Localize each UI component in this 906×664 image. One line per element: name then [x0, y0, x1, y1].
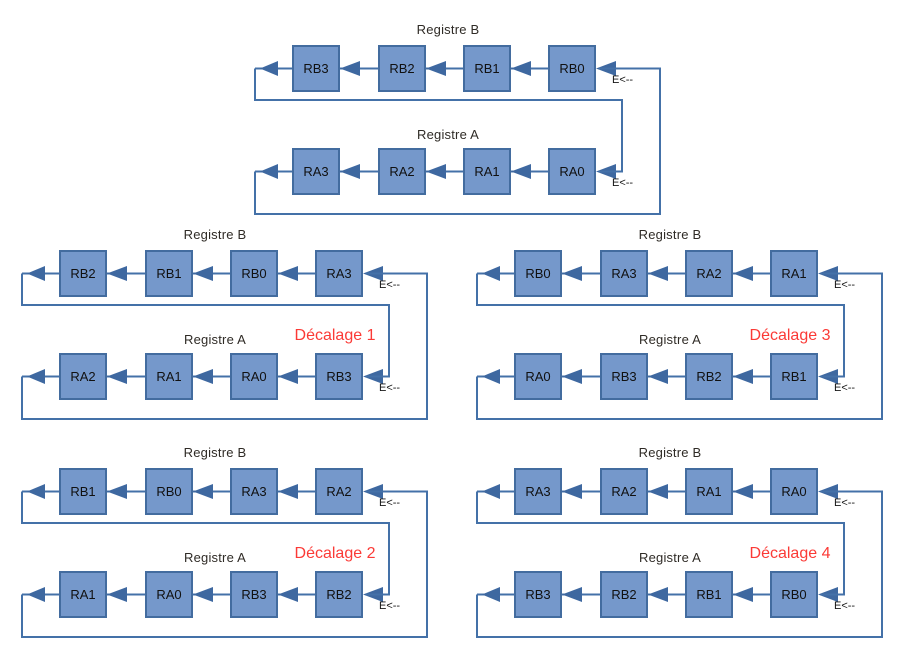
serial-input-label-a: E<-- [834, 600, 856, 612]
register-b-title: Registre B [416, 22, 480, 37]
register-a-title: Registre A [639, 332, 701, 347]
serial-input-label-a: E<-- [379, 600, 401, 612]
decalage-3-label: Décalage 3 [749, 327, 831, 344]
register-b-cell: RA2 [685, 250, 733, 297]
register-b-cell: RB1 [59, 468, 107, 515]
register-a-cell: RA0 [145, 571, 193, 618]
register-a-title: Registre A [184, 550, 246, 565]
serial-input-label-b: E<-- [379, 497, 401, 509]
serial-input-label-a: E<-- [379, 382, 401, 394]
register-b-cell: RA2 [600, 468, 648, 515]
register-a-cell: RA2 [59, 353, 107, 400]
register-a-title: Registre A [639, 550, 701, 565]
register-b-title: Registre B [183, 227, 247, 242]
register-b-cell: RB3 [292, 45, 340, 92]
register-diagram-decalage-2: Registre B Registre A Décalage 2 RB1 RB0… [0, 443, 430, 648]
register-a-cell: RA0 [230, 353, 278, 400]
register-b-cell: RB0 [514, 250, 562, 297]
register-b-cell: RB0 [145, 468, 193, 515]
serial-input-label-a: E<-- [612, 177, 634, 189]
serial-input-label-b: E<-- [834, 279, 856, 291]
register-a-cell: RB3 [230, 571, 278, 618]
register-b-cell: RA3 [514, 468, 562, 515]
serial-input-label-b: E<-- [379, 279, 401, 291]
register-b-cell: RA0 [770, 468, 818, 515]
register-diagram-decalage-1: Registre B Registre A Décalage 1 RB2 RB1… [0, 225, 430, 430]
register-b-cell: RB2 [59, 250, 107, 297]
register-a-cell: RB2 [600, 571, 648, 618]
decalage-4-label: Décalage 4 [749, 545, 831, 562]
register-b-cell: RB1 [145, 250, 193, 297]
register-a-cell: RA1 [463, 148, 511, 195]
register-a-cell: RA0 [548, 148, 596, 195]
serial-input-label-a: E<-- [834, 382, 856, 394]
register-b-cell: RA1 [685, 468, 733, 515]
register-a-cell: RB3 [315, 353, 363, 400]
register-b-cell: RA3 [230, 468, 278, 515]
register-a-cell: RA3 [292, 148, 340, 195]
serial-input-label-b: E<-- [834, 497, 856, 509]
register-b-cell: RB2 [378, 45, 426, 92]
register-diagram-decalage-3: Registre B Registre A Décalage 3 RB0 RA3… [455, 225, 885, 430]
register-b-title: Registre B [638, 445, 702, 460]
register-a-cell: RB3 [600, 353, 648, 400]
register-a-cell: RA0 [514, 353, 562, 400]
register-a-cell: RB2 [685, 353, 733, 400]
register-a-cell: RA2 [378, 148, 426, 195]
decalage-1-label: Décalage 1 [294, 327, 376, 344]
register-a-cell: RA1 [59, 571, 107, 618]
register-b-cell: RA2 [315, 468, 363, 515]
decalage-2-label: Décalage 2 [294, 545, 376, 562]
register-b-cell: RB1 [463, 45, 511, 92]
register-diagram-decalage-4: Registre B Registre A Décalage 4 RA3 RA2… [455, 443, 885, 648]
register-a-cell: RA1 [145, 353, 193, 400]
register-b-cell: RA3 [600, 250, 648, 297]
register-b-cell: RB0 [230, 250, 278, 297]
register-a-title: Registre A [417, 127, 479, 142]
register-b-cell: RB0 [548, 45, 596, 92]
register-a-cell: RB1 [685, 571, 733, 618]
register-a-cell: RB1 [770, 353, 818, 400]
register-b-title: Registre B [183, 445, 247, 460]
register-b-cell: RA1 [770, 250, 818, 297]
register-a-cell: RB2 [315, 571, 363, 618]
register-a-title: Registre A [184, 332, 246, 347]
register-b-cell: RA3 [315, 250, 363, 297]
register-a-cell: RB3 [514, 571, 562, 618]
register-diagram-initial: Registre B Registre A RB3 RB2 RB1 RB0 RA… [233, 20, 663, 225]
serial-input-label-b: E<-- [612, 74, 634, 86]
register-a-cell: RB0 [770, 571, 818, 618]
register-b-title: Registre B [638, 227, 702, 242]
